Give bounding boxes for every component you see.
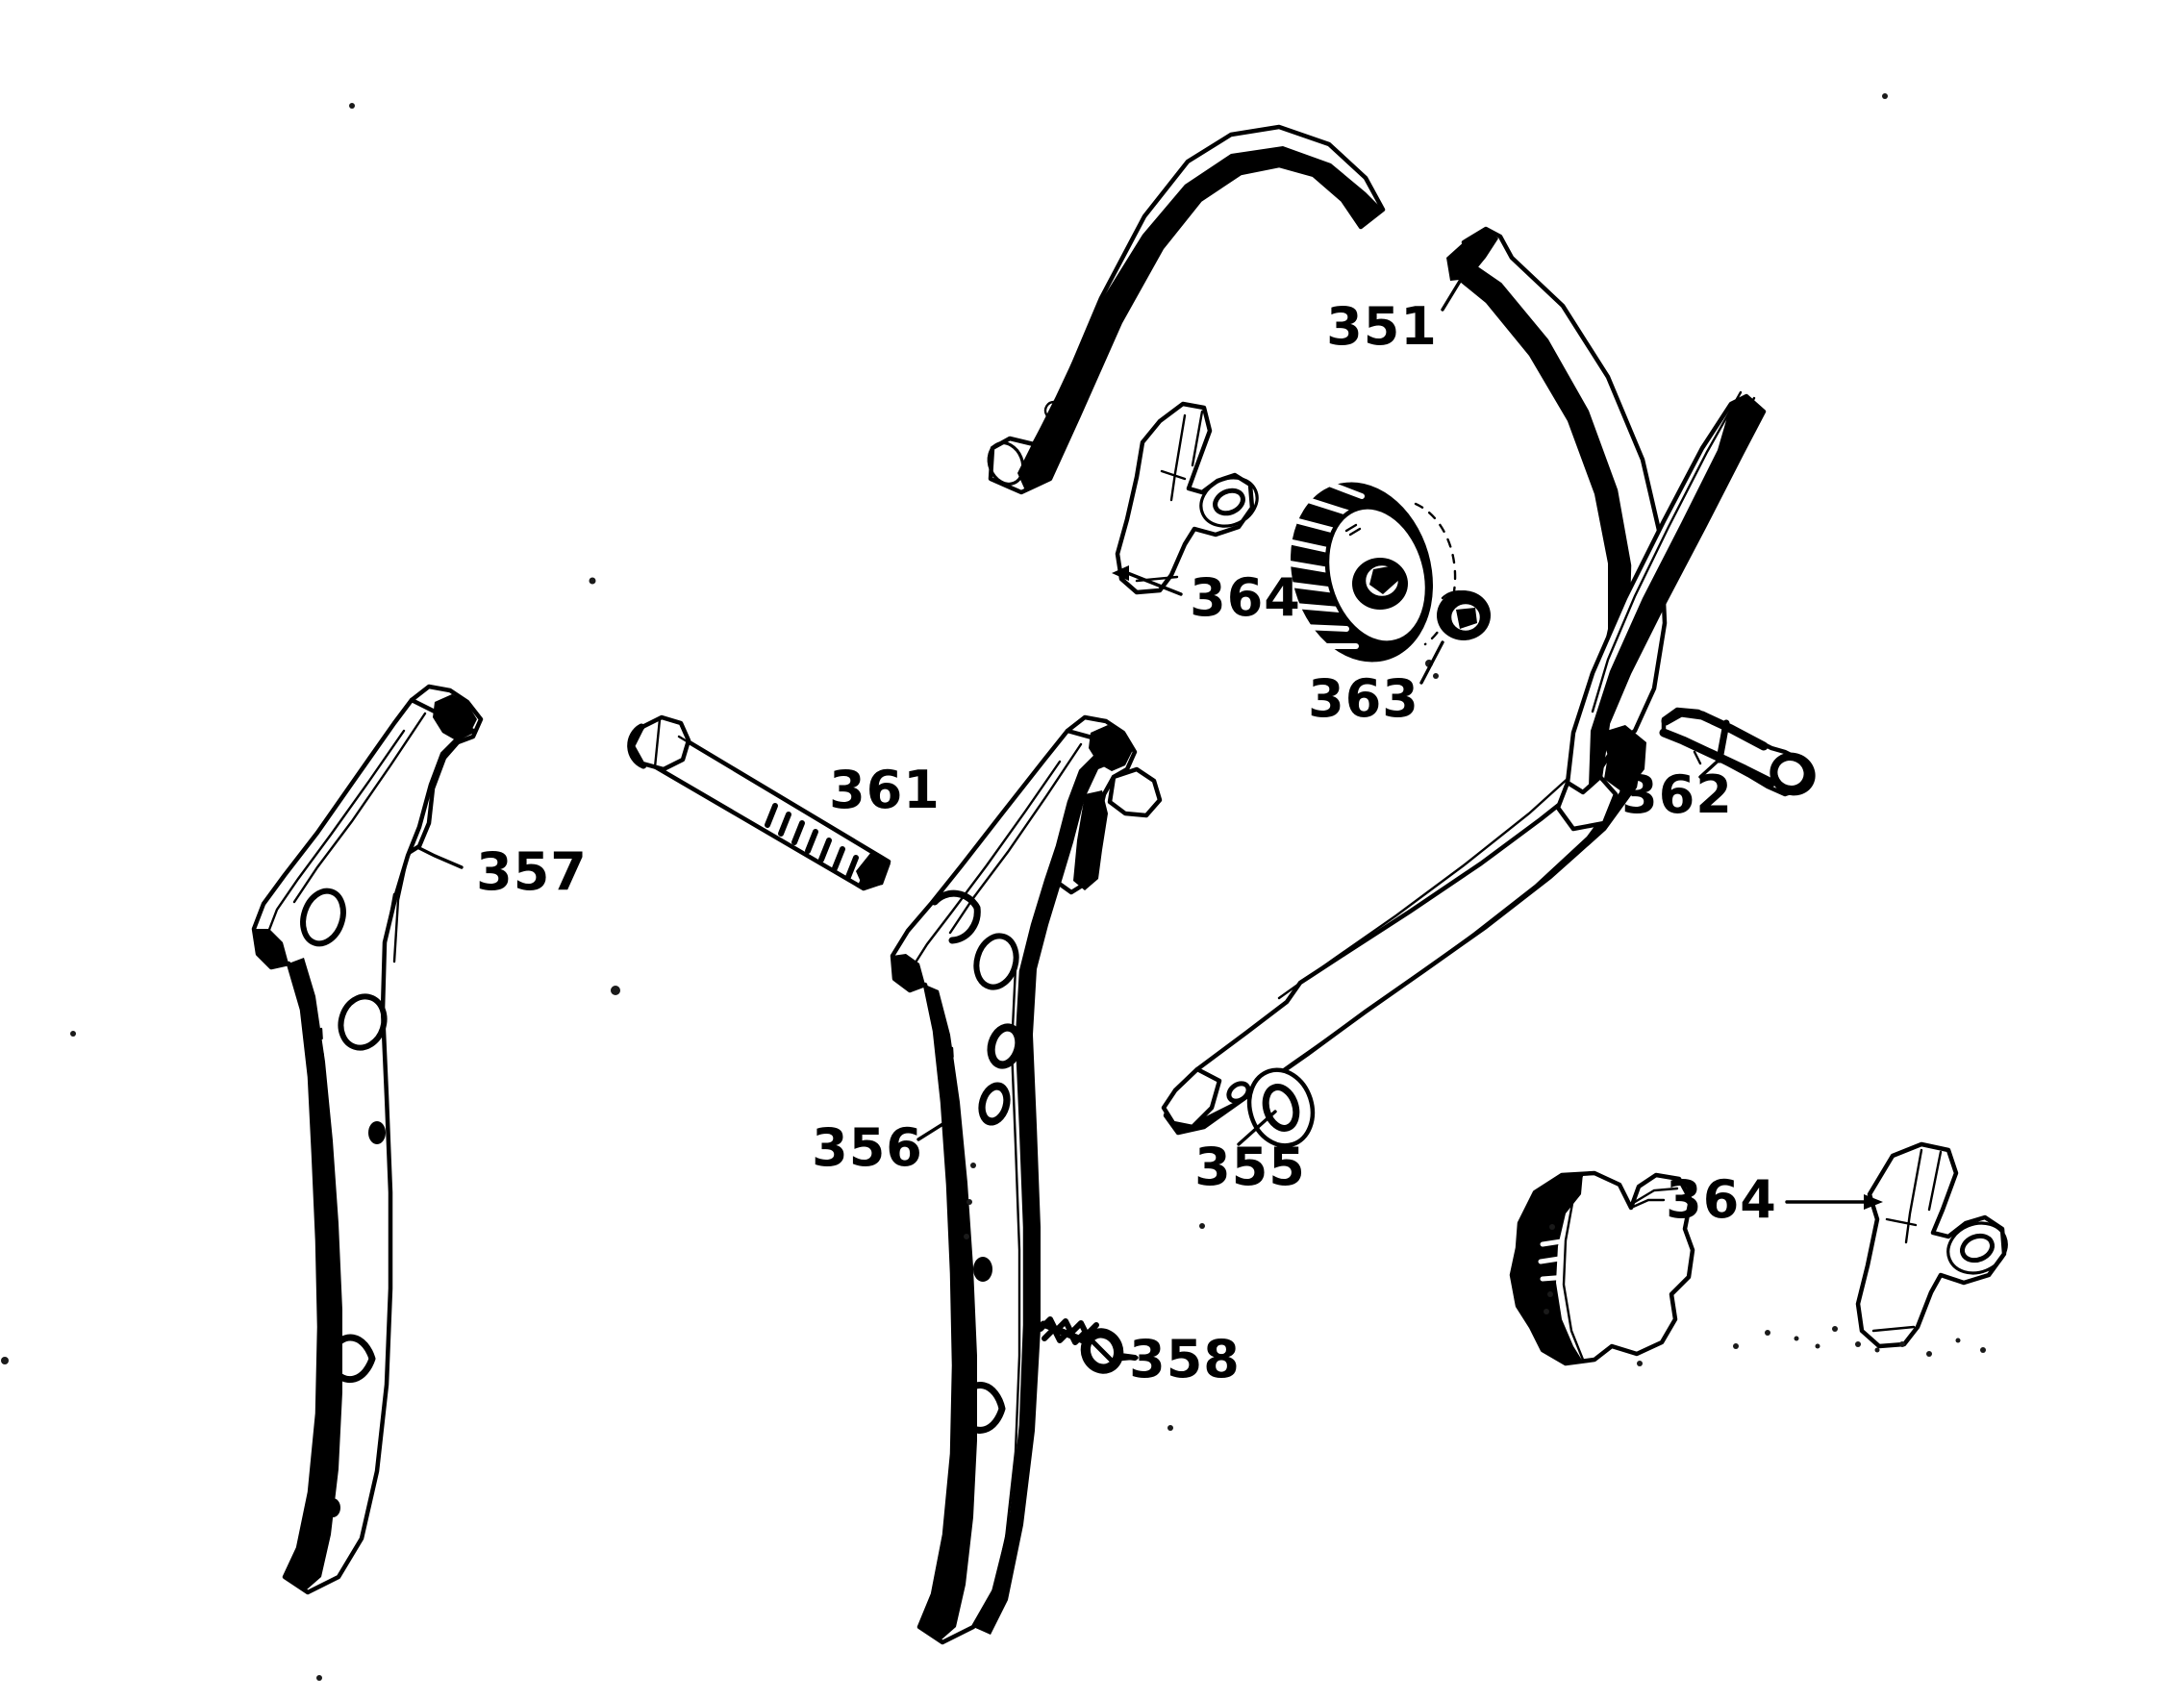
- part-358-screw: [1038, 1316, 1138, 1374]
- callout-361: 361: [829, 760, 941, 820]
- callout-355: 355: [1194, 1137, 1306, 1197]
- scan-speckles-lower: [1765, 1326, 1986, 1357]
- leader-357: [417, 846, 464, 869]
- part-362-pin-rivet: [1659, 707, 1816, 797]
- leader-362: [1698, 756, 1723, 779]
- callout-362: 362: [1621, 764, 1733, 825]
- part-collar-ring: [1437, 590, 1491, 640]
- callout-numbers: 351 364 363 362 361 357 356 355 358 364: [476, 296, 1777, 1389]
- part-round-lobed-knob: [1509, 1170, 1695, 1366]
- callout-358: 358: [1129, 1329, 1241, 1389]
- leader-364-lower-arrowhead: [1864, 1194, 1883, 1210]
- callout-357: 357: [476, 841, 588, 902]
- part-flat-link-bar: [1555, 393, 1767, 832]
- leader-364-upper-arrowhead: [1112, 565, 1129, 581]
- leader-358: [1114, 1356, 1139, 1362]
- callout-363: 363: [1308, 668, 1419, 729]
- part-361-carriage-bolt: [627, 714, 891, 891]
- part-355-flat-washer: [1246, 1067, 1316, 1148]
- part-356-handle-bracket-right: [890, 714, 1163, 1645]
- callout-leaders: [417, 263, 1883, 1362]
- callout-356: 356: [812, 1117, 923, 1178]
- scan-artifacts: [1, 93, 1888, 1681]
- part-handle-lower-left-leg: [1161, 725, 1646, 1136]
- callout-351: 351: [1326, 296, 1438, 357]
- leader-351: [1441, 263, 1471, 312]
- part-364-wing-knob-upper: [1115, 401, 1259, 595]
- leader-355: [1237, 1110, 1277, 1146]
- part-364-wing-knob-lower: [1765, 1141, 2008, 1357]
- part-thin-rod: [1591, 390, 1756, 717]
- leader-356: [916, 1112, 956, 1141]
- callout-364-lower: 364: [1666, 1169, 1777, 1230]
- leader-363: [1419, 640, 1444, 685]
- part-357-handle-bracket-left: [251, 684, 484, 1595]
- callout-364-upper: 364: [1190, 567, 1301, 628]
- part-363-knurled-wheel: [1287, 463, 1491, 679]
- leader-364-upper: [1123, 570, 1183, 596]
